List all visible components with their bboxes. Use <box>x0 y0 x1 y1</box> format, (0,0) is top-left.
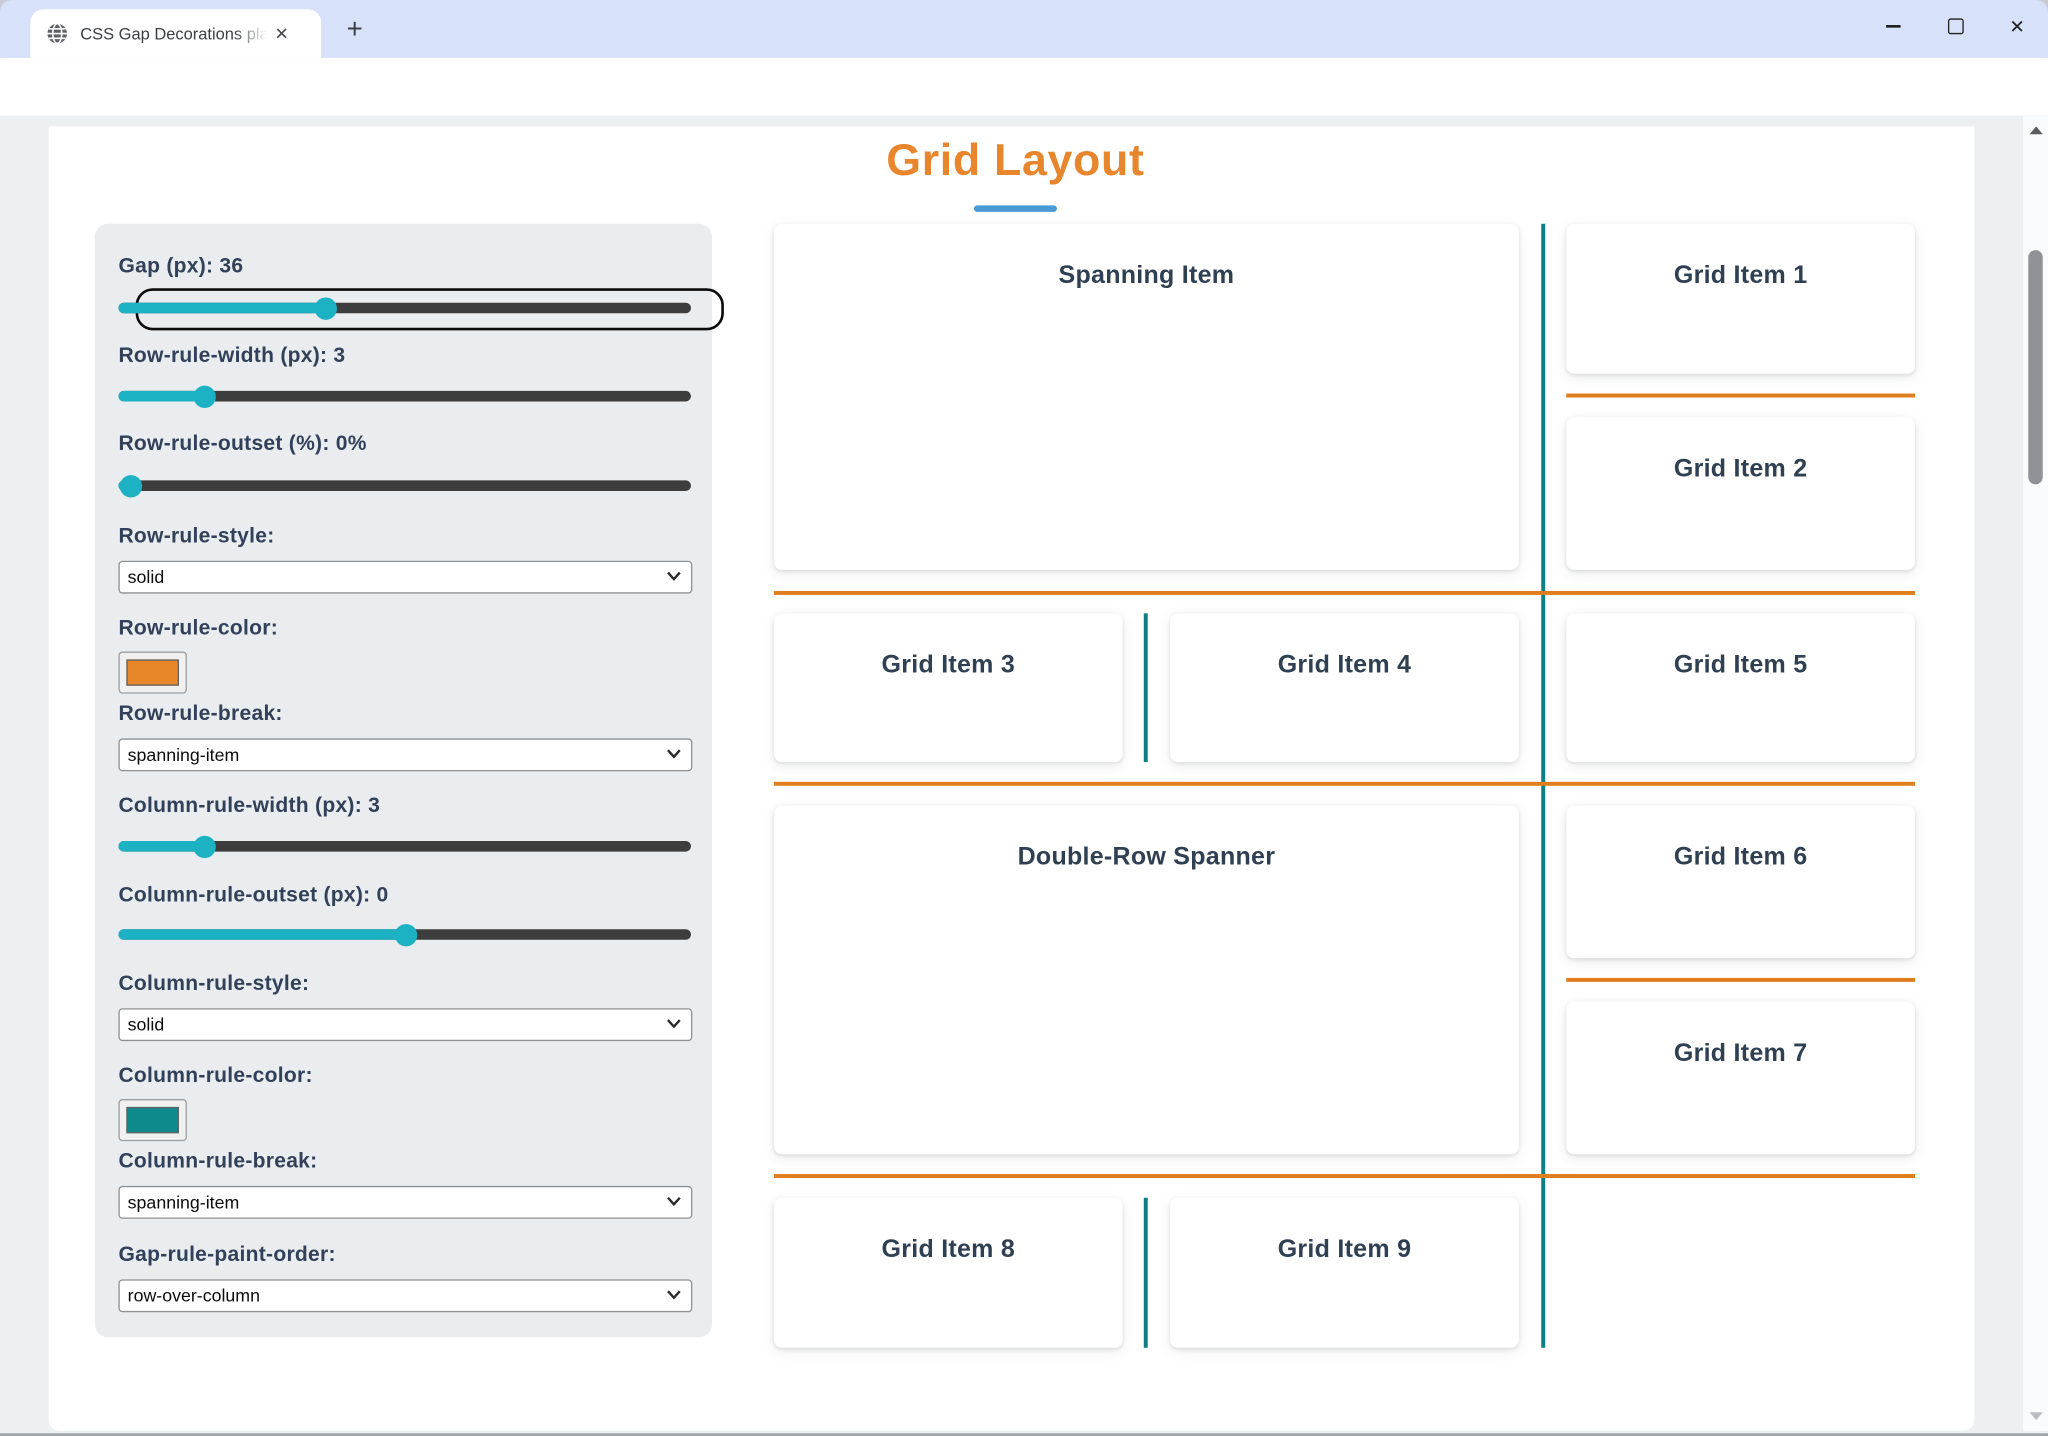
grid-card-item-1: Grid Item 1 <box>1566 223 1916 374</box>
grid-layout-demo: Spanning Item Grid Item 1 Grid Item 2 Gr… <box>773 223 1916 1348</box>
column-rule-row3 <box>1143 613 1148 763</box>
minimize-button[interactable] <box>1862 0 1924 53</box>
column-rule-style-select[interactable]: solid <box>118 1008 693 1042</box>
close-icon: ✕ <box>2009 15 2025 37</box>
maximize-icon <box>1947 18 1964 35</box>
column-rule-outset-label: Column-rule-outset (px): 0 <box>118 884 389 907</box>
grid-card-item-3: Grid Item 3 <box>773 613 1123 763</box>
column-rule-color-label: Column-rule-color: <box>118 1064 313 1088</box>
chevron-down-icon <box>667 1019 681 1029</box>
row-rule-outset-thumb[interactable] <box>119 474 142 497</box>
column-rule-width-label: Column-rule-width (px): 3 <box>118 794 381 818</box>
tab-strip: CSS Gap Decorations playgroun ✕ + ✕ <box>0 0 2048 58</box>
tab-close-icon[interactable]: ✕ <box>274 23 289 43</box>
row-rule-break-select[interactable]: spanning-item <box>118 738 693 772</box>
row-rule-outset-label: Row-rule-outset (%): 0% <box>118 433 367 456</box>
grid-card-item-5: Grid Item 5 <box>1566 613 1916 763</box>
row-rule-color-label: Row-rule-color: <box>118 617 279 640</box>
minimize-icon <box>1886 25 1901 28</box>
scrollbar-thumb[interactable] <box>2028 250 2043 485</box>
row-rule-full-a <box>773 590 1916 595</box>
title-underline <box>973 205 1057 212</box>
page-title: Grid Layout <box>886 135 1145 186</box>
globe-favicon-icon <box>47 23 68 45</box>
page-viewport: Grid Layout Gap (px): 36 Row-rule-width … <box>0 115 2048 1434</box>
row-rule-full-b <box>773 781 1916 786</box>
grid-card-item-4: Grid Item 4 <box>1170 613 1519 763</box>
chevron-down-icon <box>667 571 681 581</box>
grid-card-item-9: Grid Item 9 <box>1170 1197 1519 1348</box>
column-rule-outset-thumb[interactable] <box>394 923 417 946</box>
column-rule-color-picker[interactable] <box>118 1099 187 1142</box>
row-rule-style-select[interactable]: solid <box>118 560 693 594</box>
column-rule-color-value <box>126 1106 180 1134</box>
row-rule-color-picker[interactable] <box>118 651 187 694</box>
browser-tab[interactable]: CSS Gap Decorations playgroun ✕ <box>30 9 322 58</box>
row-rule-outset-slider[interactable] <box>118 474 691 498</box>
column-rule-width-slider[interactable] <box>118 834 691 858</box>
column-rule-outset-slider[interactable] <box>118 923 691 947</box>
window-bottom-border <box>0 1433 2048 1436</box>
page-scrollbar[interactable] <box>2022 115 2048 1431</box>
gap-rule-paint-order-select[interactable]: row-over-column <box>118 1279 693 1313</box>
row-rule-width-slider[interactable] <box>118 384 691 408</box>
row-rule-col3-b <box>1566 977 1916 982</box>
gap-rule-paint-order-label: Gap-rule-paint-order: <box>118 1243 336 1267</box>
chevron-down-icon <box>667 749 681 759</box>
grid-card-spanning-item: Spanning Item <box>773 223 1519 570</box>
grid-card-item-6: Grid Item 6 <box>1566 805 1916 959</box>
row-rule-style-label: Row-rule-style: <box>118 525 275 548</box>
grid-card-item-7: Grid Item 7 <box>1566 1001 1916 1155</box>
grid-card-double-row-spanner: Double-Row Spanner <box>773 805 1519 1155</box>
column-rule-row6 <box>1143 1197 1148 1348</box>
column-rule-break-label: Column-rule-break: <box>118 1150 318 1173</box>
row-rule-col3-a <box>1566 393 1916 398</box>
control-panel: Gap (px): 36 Row-rule-width (px): 3 Row-… <box>94 223 724 1338</box>
row-rule-width-thumb[interactable] <box>193 384 217 408</box>
maximize-button[interactable] <box>1924 0 1986 53</box>
browser-toolbar: ← → ↻ microsoftedge.github.io/Demos/css-… <box>0 57 2048 166</box>
window-controls: ✕ <box>1862 0 2048 53</box>
scrollbar-up-arrow-icon[interactable] <box>2028 126 2043 135</box>
new-tab-button[interactable]: + <box>346 13 363 45</box>
column-rule-style-label: Column-rule-style: <box>118 972 310 996</box>
row-rule-color-value <box>126 659 180 686</box>
grid-card-item-2: Grid Item 2 <box>1566 417 1916 570</box>
scrollbar-down-arrow-icon[interactable] <box>2028 1412 2043 1421</box>
gap-slider[interactable] <box>118 288 724 331</box>
row-rule-width-label: Row-rule-width (px): 3 <box>118 344 346 368</box>
row-rule-break-label: Row-rule-break: <box>118 702 283 726</box>
column-rule-break-select[interactable]: spanning-item <box>118 1185 693 1219</box>
grid-card-item-8: Grid Item 8 <box>773 1197 1123 1348</box>
gap-slider-thumb[interactable] <box>314 296 337 320</box>
close-button[interactable]: ✕ <box>1986 0 2048 53</box>
gap-slider-label: Gap (px): 36 <box>118 255 244 278</box>
column-rule-width-thumb[interactable] <box>193 835 217 858</box>
tab-title: CSS Gap Decorations playgroun <box>80 24 267 43</box>
chevron-down-icon <box>667 1290 681 1300</box>
chevron-down-icon <box>667 1196 681 1207</box>
row-rule-full-c <box>773 1174 1916 1178</box>
